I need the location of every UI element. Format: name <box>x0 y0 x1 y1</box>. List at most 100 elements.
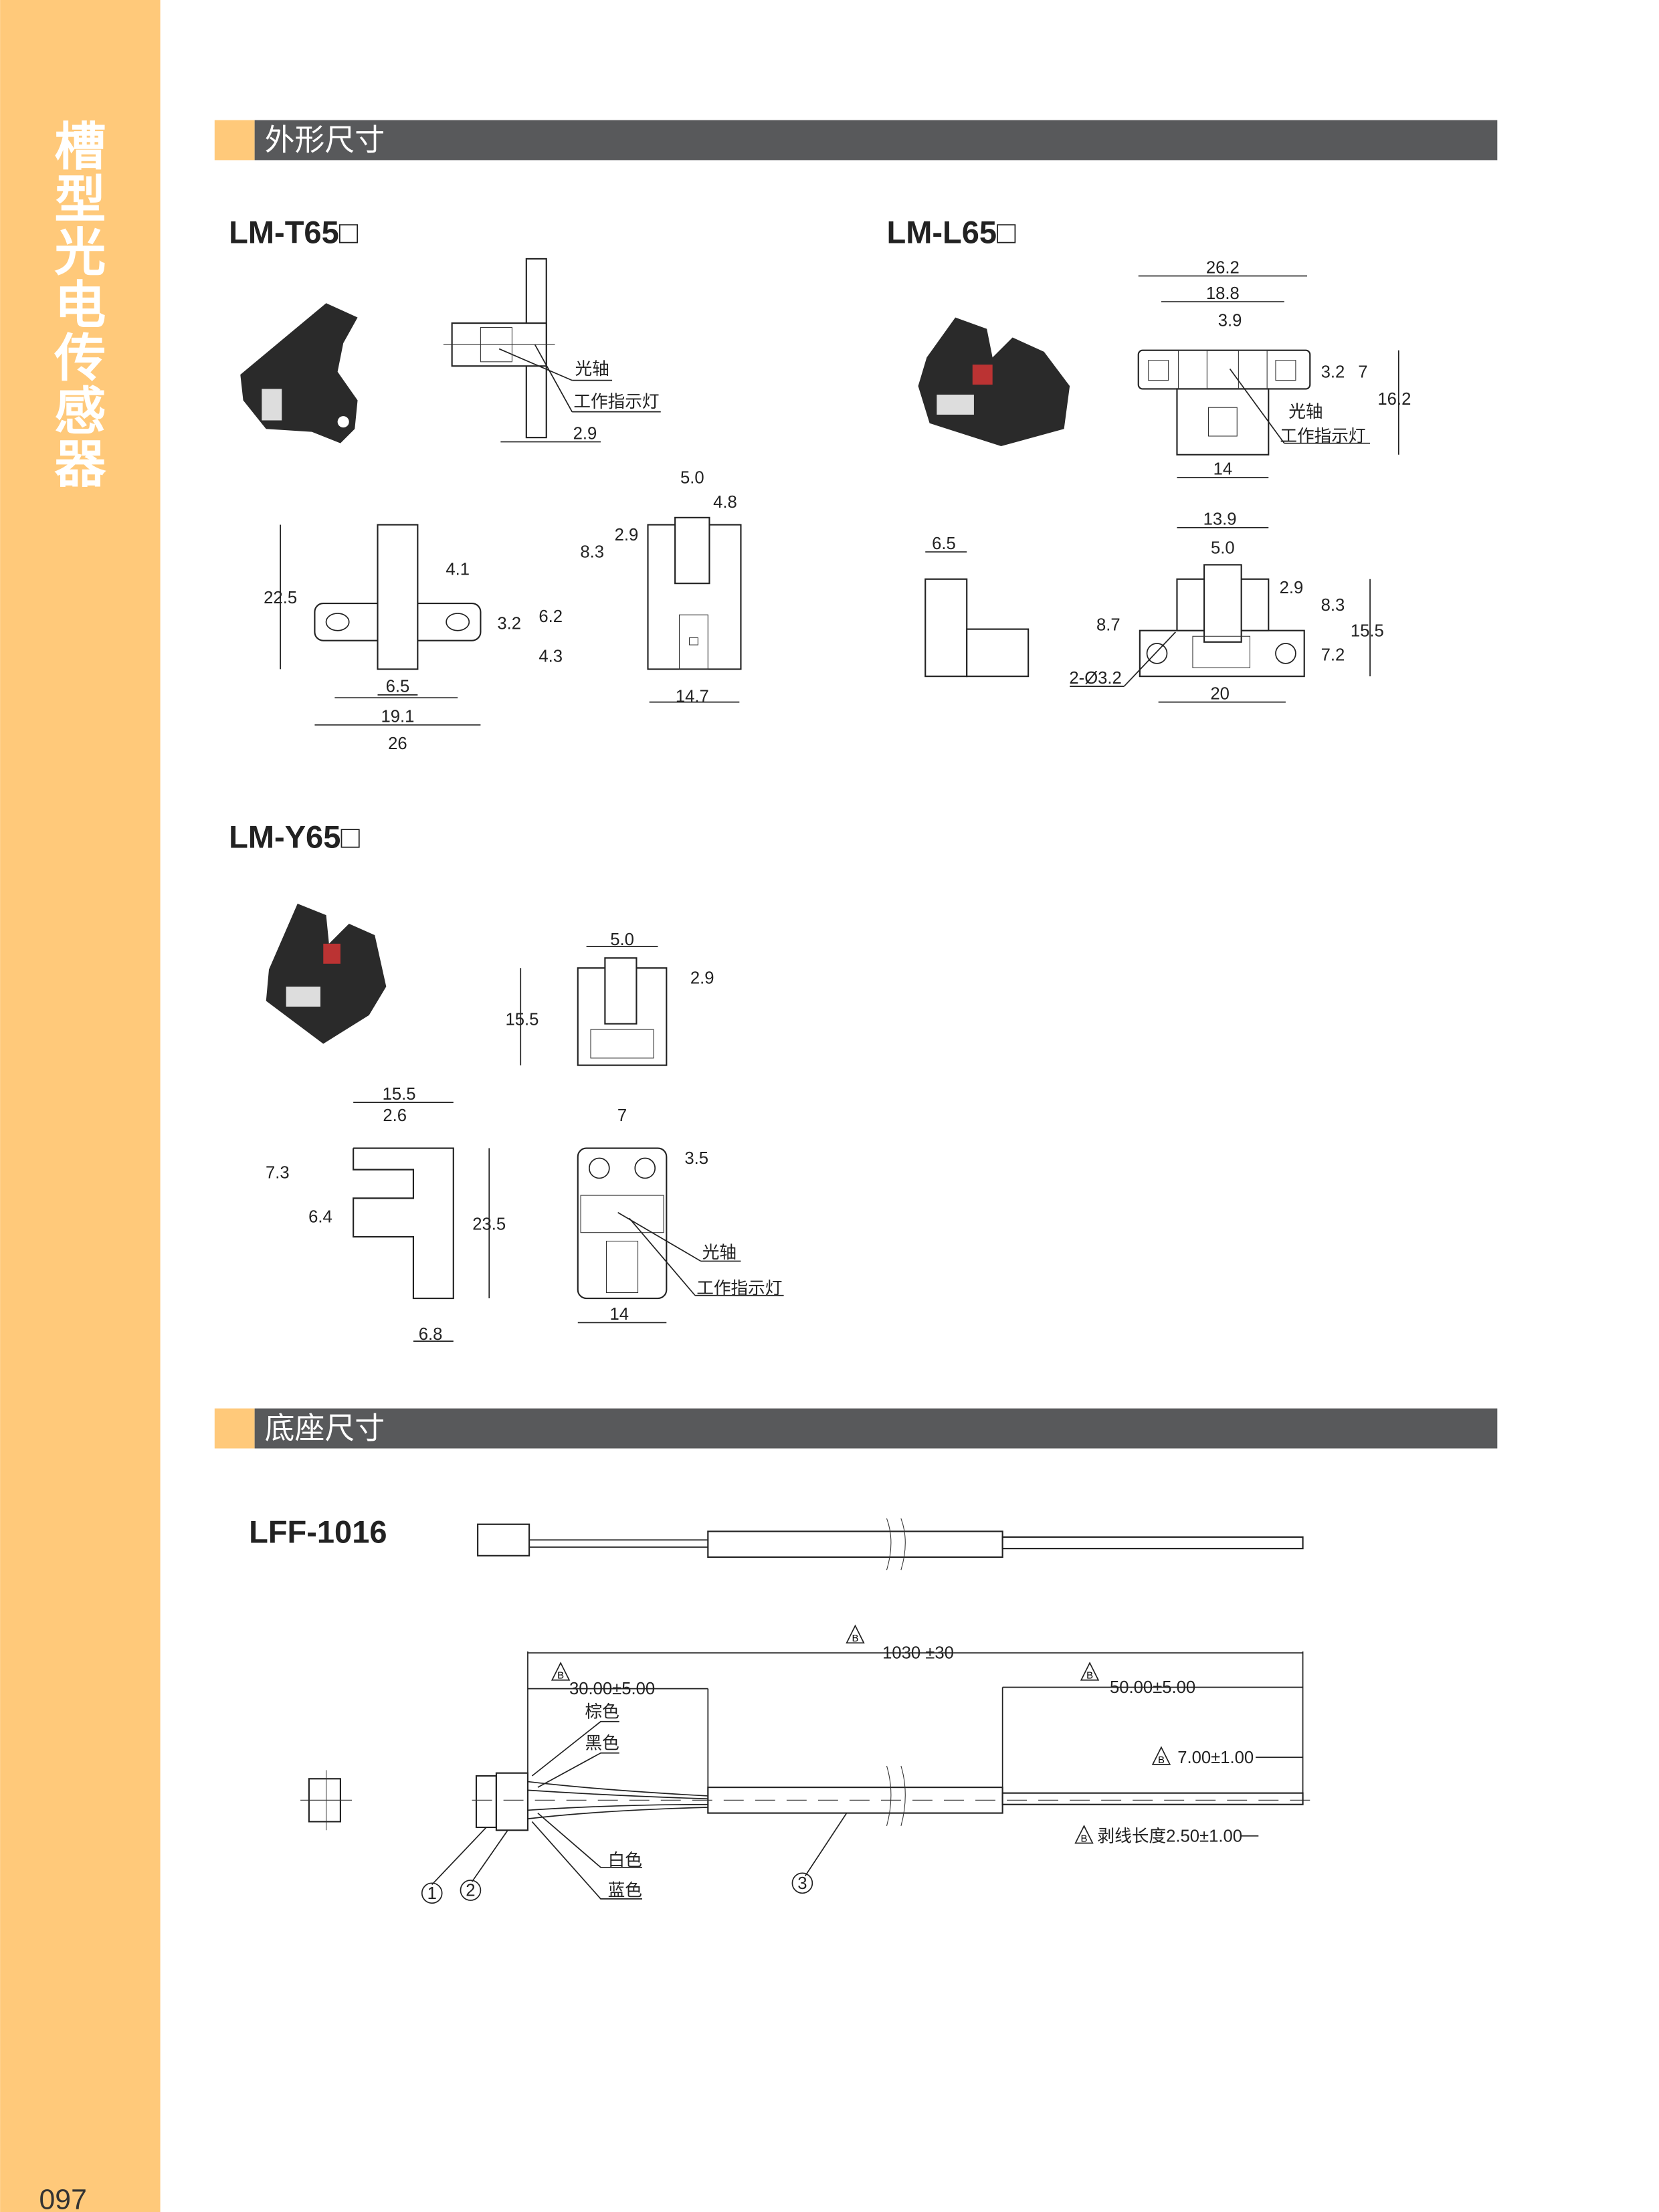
side-view-drawing: 6.5 <box>924 534 1030 678</box>
dimension: 8.7 <box>1096 616 1120 635</box>
sidebar-title-char: 型 <box>54 171 106 230</box>
dimension: 5.0 <box>680 469 704 488</box>
dimension: 4.1 <box>446 560 470 579</box>
side-view-drawing: 15.5 2.6 7.3 6.4 23.5 6.8 <box>266 1085 506 1344</box>
dimension: 6.2 <box>539 607 563 626</box>
dimension: 26 <box>388 734 407 753</box>
dimension: 7.3 <box>266 1163 290 1182</box>
dimension: 2.9 <box>573 424 597 443</box>
section-header-outline: 外形尺寸 <box>214 120 1498 161</box>
svg-text:B: B <box>557 1670 564 1682</box>
tolerance-triangle-icon: B <box>1151 1746 1171 1766</box>
dimension: 19.1 <box>381 708 414 726</box>
dimension: 5.0 <box>610 930 634 949</box>
dimension: 13.9 <box>1203 510 1237 529</box>
lff-1016-block: LFF-1016 1030 ± <box>249 1514 1316 1904</box>
dimension: 4.3 <box>539 647 563 666</box>
dimension: 5.0 <box>1211 538 1235 557</box>
dimension: 3.5 <box>684 1149 708 1168</box>
dimension: 23.5 <box>472 1215 506 1233</box>
section-title: 底座尺寸 <box>265 1411 385 1445</box>
dimension: 2-Ø3.2 <box>1069 669 1121 688</box>
connector-end-view <box>300 1770 353 1831</box>
svg-text:B: B <box>852 1633 858 1644</box>
callout-1: 1 <box>427 1884 437 1903</box>
dimension: 20 <box>1210 684 1230 703</box>
dimension: 3.2 <box>497 615 521 633</box>
product-photo <box>918 317 1070 446</box>
callout-2: 2 <box>466 1882 475 1900</box>
wire-color-label: 黑色 <box>585 1733 619 1752</box>
top-view-drawing: 26.2 18.8 3.9 3.2 7 16.2 14 光轴 工作指示灯 <box>1137 258 1411 479</box>
cable-photo-outline <box>477 1518 1304 1571</box>
dimension: 26.2 <box>1206 258 1240 277</box>
sidebar-title-char: 感 <box>54 382 106 441</box>
svg-text:B: B <box>1086 1670 1093 1682</box>
dimension: 3.9 <box>1218 311 1242 330</box>
tolerance-triangle-icon: B <box>1074 1824 1094 1844</box>
dimension: 3.2 <box>1321 363 1345 381</box>
dimension: 16.2 <box>1377 390 1411 409</box>
indicator-label: 工作指示灯 <box>1280 427 1365 446</box>
indicator-label: 工作指示灯 <box>573 392 659 411</box>
model-title: LM-T65□ <box>229 214 359 249</box>
dimension: 14.7 <box>676 688 709 706</box>
dimension: 6.4 <box>308 1208 332 1227</box>
dimension: 剥线长度2.50±1.00 <box>1098 1826 1242 1845</box>
dimension: 6.5 <box>386 678 410 696</box>
dimension: 7 <box>617 1106 627 1125</box>
model-title: LFF-1016 <box>249 1514 387 1550</box>
dimension: 14 <box>609 1305 629 1324</box>
end-view-drawing: 5.0 4.8 2.9 8.3 14.7 <box>580 469 742 706</box>
product-photo <box>240 303 358 443</box>
lm-t65-block: LM-T65□ 光轴 工作指示灯 2.9 22.5 4.1 <box>229 214 742 753</box>
dimension: 6.5 <box>932 534 956 553</box>
dimension: 30.00±5.00 <box>569 1680 655 1698</box>
dimension: 7 <box>1358 363 1367 381</box>
product-photo <box>266 904 387 1044</box>
indicator-label: 工作指示灯 <box>696 1279 782 1298</box>
dimension: 7.2 <box>1321 646 1345 665</box>
front-view-drawing: 13.9 5.0 2.9 8.3 15.5 8.7 7.2 2-Ø3.2 20 <box>1069 510 1383 704</box>
dimension: 18.8 <box>1206 284 1240 303</box>
front-view-drawing: 22.5 4.1 3.2 6.2 4.3 6.5 19.1 26 <box>264 524 563 753</box>
wire-color-label: 棕色 <box>585 1702 619 1721</box>
lm-l65-block: LM-L65□ 26.2 18.8 3.9 3.2 7 16.2 14 光轴 工… <box>887 214 1411 703</box>
model-title: LM-Y65□ <box>229 819 360 855</box>
svg-text:B: B <box>1081 1833 1088 1844</box>
sidebar-title-char: 电 <box>54 276 106 336</box>
dimension: 4.8 <box>713 493 737 512</box>
svg-text:B: B <box>1158 1754 1165 1766</box>
dimension: 2.6 <box>383 1106 407 1125</box>
tolerance-triangle-icon: B <box>1080 1662 1100 1682</box>
dimension: 50.00±5.00 <box>1110 1678 1195 1697</box>
dimension: 15.5 <box>505 1011 539 1029</box>
dimension: 8.3 <box>1321 596 1345 615</box>
sidebar-title-char: 器 <box>54 435 106 494</box>
wire-color-label: 蓝色 <box>608 1881 642 1900</box>
dimension: 22.5 <box>264 589 297 607</box>
bottom-view-drawing: 7 3.5 14 光轴 工作指示灯 <box>577 1106 784 1324</box>
section-header-base: 底座尺寸 <box>214 1408 1498 1449</box>
top-view-drawing: 5.0 2.9 15.5 <box>505 930 714 1066</box>
wire-color-label: 白色 <box>608 1851 642 1870</box>
dimension: 2.9 <box>690 969 714 988</box>
dimension: 15.5 <box>383 1085 416 1104</box>
dimension: 14 <box>1213 460 1233 479</box>
tolerance-triangle-icon: B <box>846 1624 865 1644</box>
dimension: 6.8 <box>419 1325 443 1344</box>
page-number: 097 <box>39 2184 87 2212</box>
axis-label: 光轴 <box>1288 402 1323 421</box>
dimension: 7.00±1.00 <box>1177 1748 1254 1767</box>
dimension: 8.3 <box>580 543 604 562</box>
sidebar: 槽 型 光 电 传 感 器 097 <box>0 0 161 2212</box>
axis-label: 光轴 <box>702 1243 737 1262</box>
sidebar-title-char: 光 <box>54 223 106 283</box>
dimension: 1030 ±30 <box>882 1644 954 1663</box>
dimension: 2.9 <box>615 526 639 544</box>
dimension: 2.9 <box>1280 579 1304 597</box>
side-view-drawing: 光轴 工作指示灯 2.9 <box>443 258 661 443</box>
lm-y65-block: LM-Y65□ 5.0 2.9 15.5 15.5 2.6 7.3 6.4 23… <box>229 819 784 1344</box>
section-title: 外形尺寸 <box>265 122 385 157</box>
